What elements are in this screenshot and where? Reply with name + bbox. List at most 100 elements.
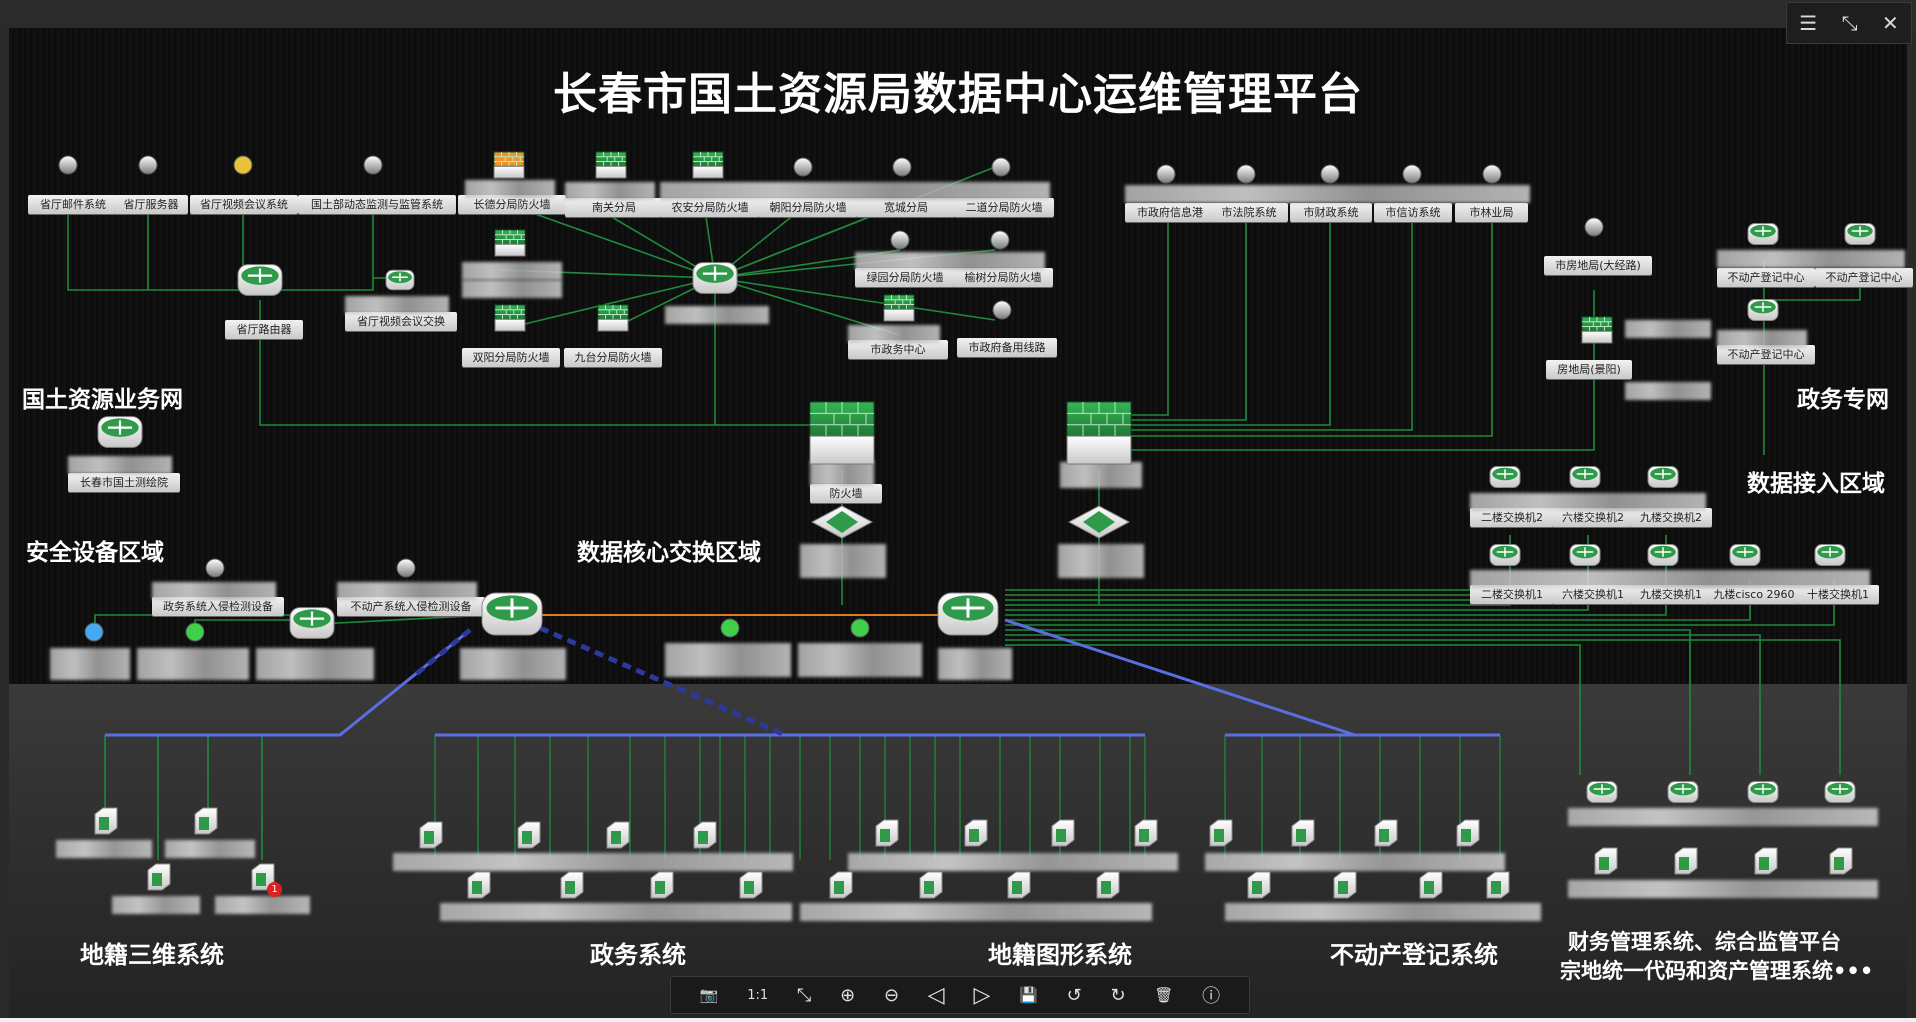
node-label[interactable]: 九台分局防火墙 (564, 348, 662, 367)
system-finance-line1: 财务管理系统、综合监管平台 (1568, 929, 1841, 954)
link-line (299, 614, 491, 626)
undo-icon[interactable]: ↺ (1066, 984, 1082, 1006)
link-line (509, 204, 716, 279)
node-label[interactable]: 省厅路由器 (225, 320, 303, 339)
redacted-label (256, 648, 374, 680)
node-label[interactable]: 不动产系统入侵检测设备 (337, 597, 485, 616)
zoom-out-icon[interactable]: ⊖ (883, 984, 900, 1006)
node-label[interactable]: 九楼cisco 2960 (1707, 585, 1801, 604)
zone-gov-private-net: 政务专网 (1797, 386, 1889, 413)
link-line (259, 300, 810, 426)
menu-icon[interactable]: ☰ (1799, 11, 1818, 35)
redacted-label (1568, 808, 1878, 826)
redacted-label (50, 648, 130, 680)
node-label[interactable]: 政务系统入侵检测设备 (152, 597, 284, 616)
link-line (1130, 215, 1169, 416)
redacted-label (152, 582, 276, 600)
node-label[interactable]: 市政府信息港 (1125, 203, 1215, 222)
node-label[interactable]: 市房地局(大经路) (1544, 256, 1652, 275)
government-drops (434, 735, 1501, 860)
node-label[interactable]: 市信访系统 (1374, 203, 1452, 222)
node-label[interactable]: 长德分局防火墙 (458, 195, 566, 214)
node-label[interactable]: 市政务中心 (848, 340, 948, 359)
node-label[interactable]: 市财政系统 (1290, 203, 1372, 222)
node-label[interactable]: 九楼交换机2 (1630, 508, 1712, 527)
bus-line (1004, 618, 1356, 737)
link-line (372, 208, 400, 279)
node-label[interactable]: 不动产登记中心 (1717, 268, 1815, 287)
redo-icon[interactable]: ↻ (1110, 984, 1126, 1006)
node-label[interactable]: 不动产登记中心 (1717, 345, 1815, 364)
redacted-label (665, 643, 791, 677)
node-label[interactable]: 绿园分局防火墙 (855, 268, 955, 287)
redacted-label (56, 840, 152, 858)
link-line (94, 614, 300, 635)
restore-icon[interactable]: ⤡ (1841, 11, 1858, 35)
node-label[interactable]: 二楼交换机1 (1470, 585, 1554, 604)
alarm-badge[interactable]: 1 (267, 882, 282, 897)
page-title: 长春市国土资源局数据中心运维管理平台 (553, 69, 1363, 120)
node-label[interactable]: 房地局(景阳) (1546, 360, 1632, 379)
link-line (1130, 215, 1247, 421)
redacted-label (848, 853, 1178, 871)
redacted-label (462, 280, 562, 298)
delete-icon[interactable]: 🗑 (1154, 986, 1174, 1004)
redacted-label (345, 296, 449, 314)
node-label[interactable]: 二道分局防火墙 (954, 198, 1054, 217)
next-icon[interactable]: ▷ (973, 982, 991, 1008)
link-line (1005, 634, 1761, 775)
save-icon[interactable]: 💾 (1019, 986, 1038, 1004)
link-line (704, 209, 716, 279)
info-icon[interactable]: ⓘ (1202, 986, 1221, 1007)
node-label[interactable]: 长春市国土测绘院 (68, 473, 180, 492)
node-label[interactable]: 十楼交换机1 (1797, 585, 1879, 604)
node-label[interactable]: 国土部动态监测与监管系统 (298, 195, 456, 214)
node-label[interactable]: 省厅服务器 (114, 195, 188, 214)
node-label[interactable]: 防火墙 (810, 484, 882, 503)
node-label[interactable]: 农安分局防火墙 (660, 198, 760, 217)
fit-view-icon[interactable]: ⤡ (796, 984, 812, 1006)
redacted-label (1470, 570, 1870, 588)
redacted-label (1470, 493, 1706, 511)
node-label[interactable]: 九楼交换机1 (1630, 585, 1712, 604)
node-label[interactable]: 榆树分局防火墙 (953, 268, 1053, 287)
node-label[interactable]: 二楼交换机2 (1470, 508, 1554, 527)
node-label[interactable]: 双阳分局防火墙 (462, 348, 560, 367)
close-icon[interactable]: ✕ (1881, 11, 1899, 35)
node-label[interactable]: 六楼交换机1 (1552, 585, 1634, 604)
link-line (1005, 629, 1691, 775)
zoom-in-icon[interactable]: ⊕ (840, 984, 856, 1006)
export-image-icon[interactable]: 📷 (699, 986, 719, 1004)
link-line (1130, 215, 1493, 437)
previous-icon[interactable]: ◁ (927, 982, 945, 1008)
redacted-label (660, 182, 1050, 200)
window-controls: ☰ ⤡ ✕ (1786, 2, 1912, 44)
redacted-label (1125, 185, 1530, 203)
node-label[interactable]: 市政府备用线路 (957, 338, 1057, 357)
node-label[interactable]: 南关分局 (565, 198, 663, 217)
link-line (1005, 644, 1581, 775)
node-label[interactable]: 省厅视频会议系统 (190, 195, 298, 214)
link-line (1005, 580, 1511, 606)
redacted-label (462, 262, 562, 280)
redacted-label (565, 182, 655, 200)
redacted-label (460, 648, 566, 680)
node-label[interactable]: 省厅邮件系统 (28, 195, 118, 214)
node-label[interactable]: 朝阳分局防火墙 (758, 198, 858, 217)
redacted-label (1717, 330, 1807, 348)
node-label[interactable]: 市法院系统 (1210, 203, 1288, 222)
zone-land-business-net: 国土资源业务网 (22, 386, 183, 413)
node-label[interactable]: 市林业局 (1455, 203, 1528, 222)
actual-size-button[interactable]: 1:1 (747, 987, 769, 1003)
node-label[interactable]: 六楼交换机2 (1552, 508, 1634, 527)
node-label[interactable]: 省厅视频会议交换 (345, 312, 457, 331)
redacted-label (848, 325, 940, 343)
node-label[interactable]: 不动产登记中心 (1815, 268, 1913, 287)
link-line (499, 277, 716, 331)
system-real-estate-registration: 不动产登记系统 (1330, 940, 1498, 969)
redacted-label (1058, 544, 1144, 578)
redacted-label (665, 306, 769, 324)
node-label[interactable]: 宽城分局 (856, 198, 956, 217)
